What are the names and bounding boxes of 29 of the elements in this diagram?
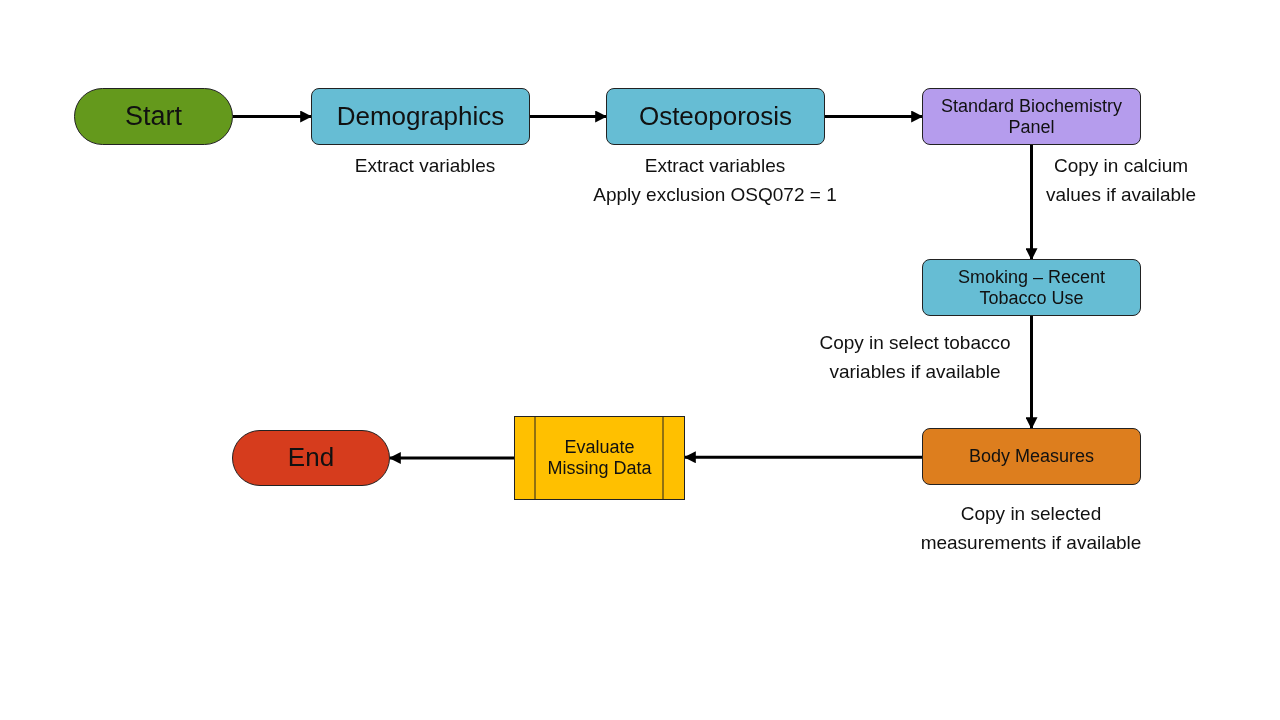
arrow (683, 451, 922, 464)
node-note: Copy in select tobacco variables if available (818, 331, 1012, 384)
node-note: Copy in calcium values if available (1045, 154, 1197, 207)
arrow (233, 110, 313, 123)
node-label: Evaluate Missing Data (546, 437, 653, 479)
arrow (825, 110, 924, 123)
node-label: Body Measures (968, 446, 1095, 467)
process-box (922, 88, 1141, 145)
process-box (311, 88, 530, 145)
node-note: Extract variables (643, 154, 787, 178)
node-label: End (287, 443, 335, 473)
process-box (922, 259, 1141, 316)
end-terminal (232, 430, 390, 486)
arrow (388, 452, 514, 464)
process-box (922, 428, 1141, 485)
arrow (1025, 316, 1038, 430)
node-label: Demographics (336, 101, 505, 132)
node-note: Apply exclusion OSQ072 = 1 (592, 183, 838, 207)
node-note: Copy in selected measurements if available (919, 502, 1143, 555)
node-note: Extract variables (353, 154, 497, 178)
arrow (1025, 145, 1038, 261)
start-terminal (74, 88, 233, 145)
node-label: Osteoporosis (638, 101, 793, 132)
predefined-process-box (514, 416, 685, 500)
node-label: Standard Biochemistry Panel (939, 95, 1124, 138)
node-label: Start (125, 100, 182, 132)
process-box (606, 88, 825, 145)
node-label: Smoking – Recent Tobacco Use (956, 266, 1107, 309)
arrow (530, 110, 608, 123)
